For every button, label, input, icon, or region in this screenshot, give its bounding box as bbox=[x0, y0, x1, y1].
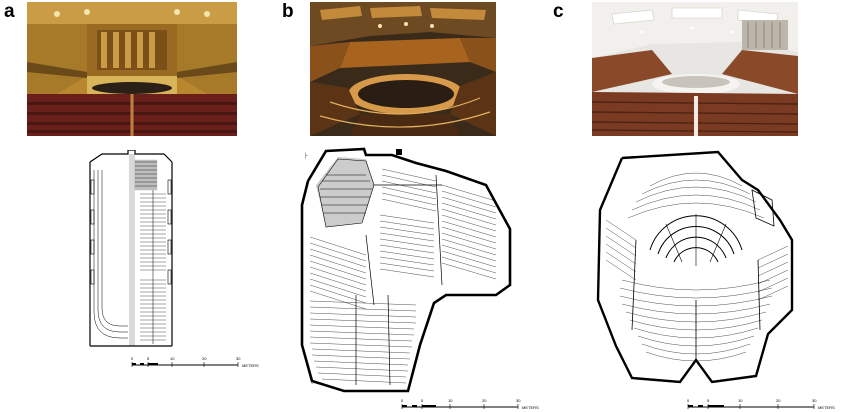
hall-c-photo bbox=[592, 2, 798, 136]
scale-a-unit: METERS bbox=[242, 363, 259, 368]
panel-label-c: c bbox=[553, 1, 564, 22]
panel-label-a: a bbox=[4, 1, 15, 22]
scale-b-tick-0: 0 bbox=[401, 398, 404, 403]
scale-a-tick-5: 5 bbox=[147, 356, 150, 361]
scale-bar-a: 0 5 10 20 30 METERS bbox=[128, 355, 268, 371]
scale-a-tick-30: 30 bbox=[236, 356, 241, 361]
scale-b-tick-5: 5 bbox=[421, 398, 424, 403]
scale-b-unit: METERS bbox=[522, 405, 539, 410]
scale-bar-c: 0 5 10 20 30 METERS bbox=[684, 397, 844, 412]
hall-b-photo bbox=[310, 2, 496, 136]
scale-c-tick-5: 5 bbox=[707, 398, 710, 403]
scale-c-tick-20: 20 bbox=[776, 398, 781, 403]
scale-c-unit: METERS bbox=[818, 405, 835, 410]
scale-a-tick-20: 20 bbox=[202, 356, 207, 361]
scale-c-tick-0: 0 bbox=[687, 398, 690, 403]
scale-b-tick-20: 20 bbox=[482, 398, 487, 403]
hall-a-photo bbox=[27, 2, 237, 136]
svg-text:├: ├ bbox=[304, 152, 308, 159]
scale-b-tick-30: 30 bbox=[516, 398, 521, 403]
scale-c-tick-10: 10 bbox=[738, 398, 743, 403]
scale-a-tick-0: 0 bbox=[131, 356, 134, 361]
hall-c-floor-plan bbox=[592, 150, 802, 390]
scale-a-tick-10: 10 bbox=[170, 356, 175, 361]
svg-text:└: └ bbox=[310, 380, 314, 387]
hall-a-floor-plan bbox=[80, 150, 180, 350]
scale-c-tick-30: 30 bbox=[812, 398, 817, 403]
panel-label-b: b bbox=[282, 1, 294, 22]
hall-b-floor-plan: ├ └ bbox=[296, 145, 516, 395]
scale-b-tick-10: 10 bbox=[448, 398, 453, 403]
scale-bar-b: 0 5 10 20 30 METERS bbox=[398, 397, 548, 412]
